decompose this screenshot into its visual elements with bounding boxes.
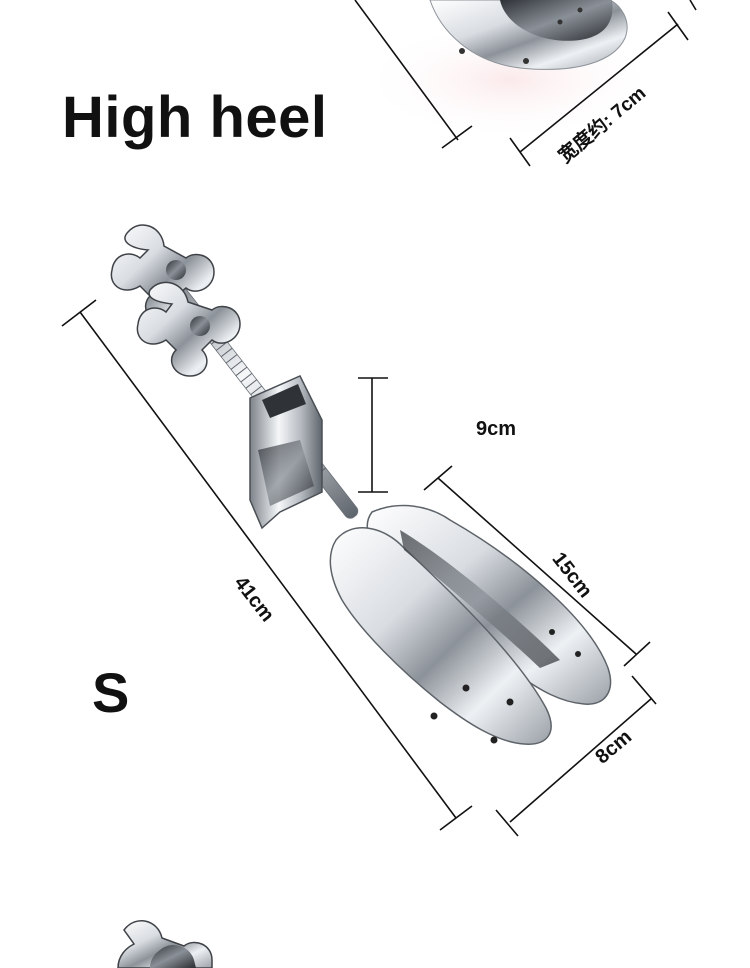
- size-label: S: [92, 661, 130, 724]
- adjustment-knob: [110, 224, 241, 377]
- heel-height-label: 9cm: [476, 418, 517, 440]
- bottom-shoe-tree-fragment: [117, 920, 213, 968]
- heel-block: [249, 375, 323, 530]
- toe-piece: [329, 504, 612, 745]
- page-title: High heel: [62, 85, 328, 150]
- dimension-lines: [61, 299, 657, 837]
- main-shoe-tree: [61, 224, 657, 837]
- top-shoe-tree-fragment: [354, 0, 697, 167]
